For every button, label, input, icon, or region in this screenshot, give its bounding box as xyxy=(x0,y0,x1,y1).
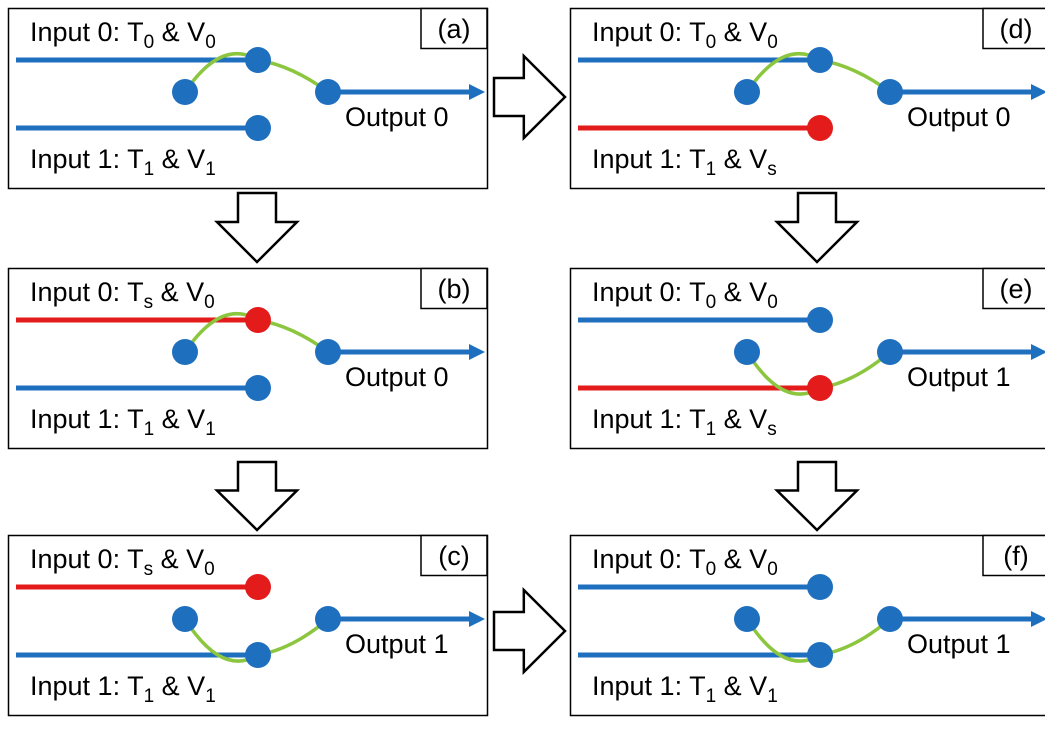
input1-label: Input 1: T1 & Vs xyxy=(592,404,777,440)
panel-tag: (d) xyxy=(1000,14,1033,44)
panel-frame xyxy=(7,534,489,717)
input-0-node xyxy=(807,574,833,600)
panel-tag: (e) xyxy=(1000,274,1033,304)
output-node xyxy=(877,606,903,632)
output-label: Output 0 xyxy=(345,362,449,392)
arrow-a-to-b xyxy=(213,191,301,264)
panel-tag-box xyxy=(982,7,1045,50)
output-label: Output 0 xyxy=(345,102,449,132)
panel-tag: (c) xyxy=(438,541,469,571)
panel-c: (c) Input 0: Ts & V0 Input 1: T1 & V1 Outpu… xyxy=(7,534,489,717)
panel-tag-box xyxy=(420,7,488,50)
input-1-node xyxy=(807,375,833,401)
panel-d: (d) Input 0: T0 & V0 Input 1: T1 & Vs Outpu… xyxy=(569,7,1045,190)
panel-frame xyxy=(569,534,1045,717)
switch-pivot-node xyxy=(172,606,198,632)
switch-pivot-node xyxy=(734,339,760,365)
panel-tag-box xyxy=(420,534,488,577)
panel-tag: (f) xyxy=(1003,541,1028,571)
output-node xyxy=(877,79,903,105)
input1-label: Input 1: T1 & V1 xyxy=(30,144,216,180)
panels: (a) Input 0: T0 & V0 Input 1: T1 & V1 Outpu… xyxy=(7,7,1045,717)
output-node xyxy=(877,339,903,365)
panel-tag: (a) xyxy=(438,14,471,44)
panel-tag-box xyxy=(982,534,1045,577)
output-arrowhead xyxy=(1031,84,1045,100)
output-node xyxy=(315,606,341,632)
input0-label: Input 0: Ts & V0 xyxy=(30,277,215,313)
output-arrowhead xyxy=(469,611,485,627)
flow-arrows xyxy=(213,52,861,676)
input0-label: Input 0: T0 & V0 xyxy=(592,544,778,580)
panel-f: (f) Input 0: T0 & V0 Input 1: T1 & V1 Outpu… xyxy=(569,534,1045,717)
input-1-node xyxy=(245,642,271,668)
arrow-d-to-e xyxy=(773,191,861,264)
output-node xyxy=(315,79,341,105)
output-arrowhead xyxy=(469,344,485,360)
output-label: Output 1 xyxy=(345,629,449,659)
input-1-node xyxy=(245,115,271,141)
switch-pivot-node xyxy=(734,79,760,105)
input-1-node xyxy=(807,642,833,668)
arrow-b-to-c xyxy=(213,460,301,532)
input0-label: Input 0: T0 & V0 xyxy=(30,17,216,53)
panel-frame xyxy=(569,267,1045,450)
input-0-node xyxy=(807,307,833,333)
input-0-node xyxy=(245,307,271,333)
panel-b: (b) Input 0: Ts & V0 Input 1: T1 & V1 Outpu… xyxy=(7,267,489,450)
input0-label: Input 0: T0 & V0 xyxy=(592,277,778,313)
input0-label: Input 0: Ts & V0 xyxy=(30,544,215,580)
input0-label: Input 0: T0 & V0 xyxy=(592,17,778,53)
output-arrowhead xyxy=(469,84,485,100)
switch-pivot-node xyxy=(172,339,198,365)
input-0-node xyxy=(807,47,833,73)
input1-label: Input 1: T1 & V1 xyxy=(30,671,216,707)
output-arrowhead xyxy=(1031,611,1045,627)
output-node xyxy=(315,339,341,365)
output-label: Output 1 xyxy=(907,629,1011,659)
panel-tag: (b) xyxy=(438,274,471,304)
arrow-c-to-f xyxy=(492,586,567,676)
output-arrowhead xyxy=(1031,344,1045,360)
input-1-node xyxy=(807,115,833,141)
arrow-e-to-f xyxy=(773,460,861,532)
input-1-node xyxy=(245,375,271,401)
input-0-node xyxy=(245,47,271,73)
panel-a: (a) Input 0: T0 & V0 Input 1: T1 & V1 Outpu… xyxy=(7,7,489,190)
arrow-a-to-d xyxy=(492,52,567,142)
panel-tag-box xyxy=(982,267,1045,310)
output-label: Output 0 xyxy=(907,102,1011,132)
panel-e: (e) Input 0: T0 & V0 Input 1: T1 & Vs Outpu… xyxy=(569,267,1045,450)
output-label: Output 1 xyxy=(907,362,1011,392)
panel-frame xyxy=(7,267,489,450)
switch-pivot-node xyxy=(734,606,760,632)
input1-label: Input 1: T1 & Vs xyxy=(592,144,777,180)
input-0-node xyxy=(245,574,271,600)
input1-label: Input 1: T1 & V1 xyxy=(592,671,778,707)
panel-frame xyxy=(569,7,1045,190)
panel-frame xyxy=(7,7,489,190)
input1-label: Input 1: T1 & V1 xyxy=(30,404,216,440)
panel-tag-box xyxy=(420,267,488,310)
switch-pivot-node xyxy=(172,79,198,105)
